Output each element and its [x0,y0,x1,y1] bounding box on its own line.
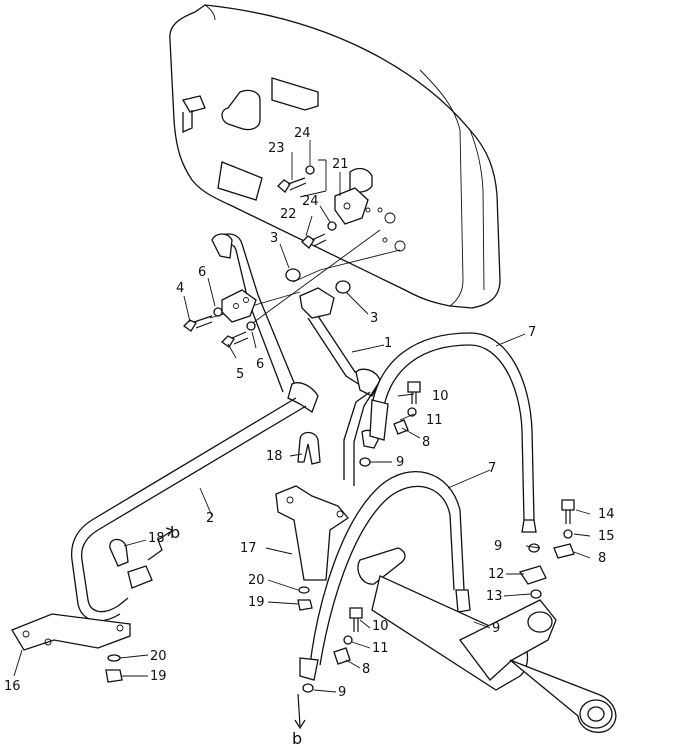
nut-19 [297,599,313,611]
plate-16 [11,613,131,651]
bolt-10-lower [349,607,363,632]
label-3-right: 3 [370,311,378,326]
washer-6-lower [246,321,256,331]
bolt-22 [301,233,327,249]
leader-lines [13,140,591,693]
label-11-top: 11 [426,413,443,428]
hose-7-lower [299,471,471,681]
label-14: 14 [598,507,615,522]
o-ring-3-right [335,280,351,294]
label-8-bottom: 8 [362,662,370,677]
label-11-bottom: 11 [372,641,389,656]
washer-15 [563,529,573,539]
label-18-top: 18 [266,449,283,464]
clamp-18-lower [109,538,153,589]
bolt-5 [220,331,249,348]
label-6-top: 6 [198,265,206,280]
washer-24-lower [327,221,337,231]
clip-8-right [553,543,575,559]
label-13: 13 [486,589,503,604]
washer-20 [298,586,310,594]
label-7-bottom: 7 [488,461,496,476]
label-7-top: 7 [528,325,536,340]
label-2: 2 [206,511,214,526]
label-20-mid: 20 [248,573,265,588]
label-24-mid: 24 [302,194,319,209]
label-20-bottom: 20 [150,649,167,664]
hose-7-upper [369,332,537,533]
hydraulic-tank [169,4,501,309]
label-10-bottom: 10 [372,619,389,634]
nut-19-lower [105,669,123,683]
label-10-top: 10 [432,389,449,404]
label-8-right: 8 [598,551,606,566]
label-17: 17 [240,541,257,556]
label-19-bottom: 19 [150,669,167,684]
label-b-top: b [170,523,180,542]
o-ring-3-left [285,268,301,282]
flange-21 [334,187,369,225]
bolt-4 [182,315,213,332]
label-15: 15 [598,529,615,544]
washer-6-upper [213,307,223,317]
label-12: 12 [488,567,505,582]
label-8-top: 8 [422,435,430,450]
label-18-bottom: 18 [148,531,165,546]
label-19-mid: 19 [248,595,265,610]
label-9-right: 9 [494,539,502,554]
bolt-23 [277,177,307,193]
label-23: 23 [268,141,285,156]
pipe-2 [70,233,319,622]
label-24-top: 24 [294,126,311,141]
label-9-top: 9 [396,455,404,470]
label-5: 5 [236,367,244,382]
part-labels: 24 23 21 24 22 3 3 6 4 5 6 1 7 10 11 8 1… [4,126,615,748]
block-12 [518,565,547,585]
clip-8-upper [393,419,409,435]
o-ring-13 [530,589,542,599]
label-b-bottom: b [292,729,302,748]
washer-11-lower [343,635,353,645]
label-4: 4 [176,281,184,296]
label-21: 21 [332,157,349,172]
reference-arrow-b-bottom [294,693,306,730]
clamp-18-upper [297,431,321,465]
label-16: 16 [4,679,21,694]
label-1: 1 [384,336,392,351]
hydraulic-cylinder [357,547,617,733]
bracket-17 [275,485,349,581]
label-9-cyl: 9 [492,621,500,636]
washer-24-upper [305,165,315,175]
label-9-bottom: 9 [338,685,346,700]
bolt-14 [561,499,575,524]
reference-arrow-b-top [147,527,173,561]
clip-8-lower [333,647,351,665]
o-ring-9-lower [302,683,314,693]
washer-20-lower [107,654,121,662]
flange-pipe-2 [221,289,257,323]
bolt-10-upper [407,381,421,404]
label-22: 22 [280,207,297,222]
label-3-left: 3 [270,231,278,246]
o-ring-9-upper [359,457,371,467]
label-6-bottom: 6 [256,357,264,372]
